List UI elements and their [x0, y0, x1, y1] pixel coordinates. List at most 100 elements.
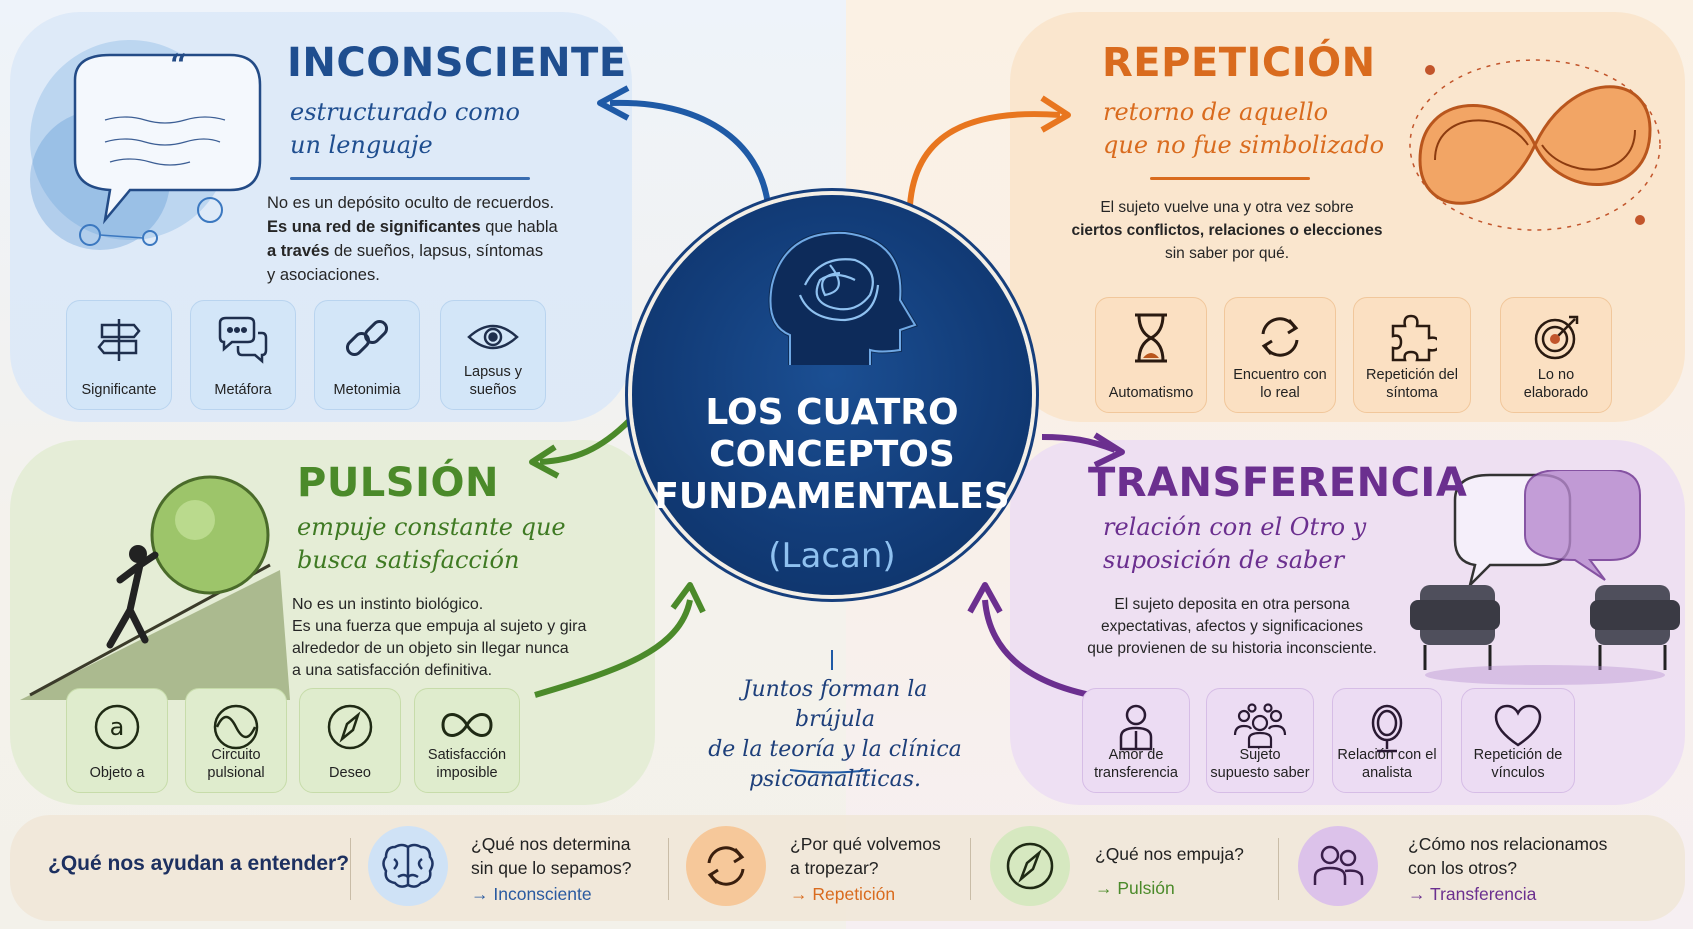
- card-deseo-label: Deseo: [329, 765, 371, 781]
- card-metafora-label: Metáfora: [214, 382, 272, 398]
- bottom-q2-line-1: ¿Por qué volvemos: [790, 834, 941, 854]
- sisyphus-illustration: [20, 475, 290, 700]
- inconsciente-subtitle-line-2: un lenguaje: [290, 131, 433, 159]
- card-significante-label: Significante: [81, 382, 157, 398]
- brain-icon: [382, 843, 434, 888]
- repeticion-desc-line-3: sin saber por qué.: [1164, 245, 1290, 262]
- bottom-item-repeticion-answer: → Repetición: [790, 884, 896, 904]
- bottom-item-transferencia-question: ¿Cómo nos relacionamos con los otros?: [1408, 832, 1607, 880]
- person-icon: [1119, 704, 1153, 751]
- center-title: LOS CUATRO CONCEPTOS FUNDAMENTALES: [632, 392, 1032, 518]
- card-sujeto-supuesto-label: Sujeto supuesto saber: [1210, 747, 1310, 781]
- card-metonimia-label: Metonimia: [333, 382, 401, 398]
- bottom-divider-2: [668, 838, 669, 900]
- pulsion-title: PULSIÓN: [297, 460, 499, 506]
- card-lapsus: Lapsus y sueños: [440, 300, 546, 410]
- cycle-icon: [707, 846, 745, 886]
- wave-circle-icon: [213, 704, 259, 750]
- hourglass-icon: [1135, 313, 1167, 363]
- transferencia-subtitle: relación con el Otro y suposición de sab…: [1103, 511, 1366, 577]
- repeticion-desc-line-1: El sujeto vuelve una y otra vez sobre: [1100, 199, 1354, 216]
- bottom-q3-line-1: ¿Qué nos empuja?: [1095, 844, 1244, 864]
- inconsciente-desc-rest-2: de sueños, lapsus, síntomas: [329, 242, 544, 260]
- pulsion-desc-line-2: Es una fuerza que empuja al sujeto y gir…: [292, 618, 587, 635]
- mobius-illustration: [1409, 59, 1661, 231]
- center-title-line-2: CONCEPTOS: [709, 434, 955, 475]
- card-repeticion-sintoma: Repetición del síntoma: [1353, 297, 1471, 413]
- repeticion-title: REPETICIÓN: [1102, 40, 1376, 86]
- transferencia-description: El sujeto deposita en otra persona expec…: [1062, 594, 1402, 660]
- inconsciente-desc-line-1: No es un depósito oculto de recuerdos.: [267, 194, 555, 212]
- bottom-item-pulsion-question: ¿Qué nos empuja?: [1095, 842, 1244, 866]
- signpost-icon: [97, 319, 141, 361]
- bottom-item-inconsciente-icon-circle: [368, 826, 448, 906]
- transferencia-desc-line-1: El sujeto deposita en otra persona: [1114, 596, 1350, 613]
- pulsion-desc-line-3: alrededor de un objeto sin llegar nunca: [292, 640, 569, 657]
- heart-icon: [1494, 704, 1542, 747]
- bottom-item-pulsion-answer: → Pulsión: [1095, 878, 1175, 898]
- inconsciente-subtitle-line-1: estructurado como: [290, 98, 520, 126]
- inconsciente-desc-line-2: Es una red de significantes que habla: [267, 215, 558, 239]
- card-significante: Significante: [66, 300, 172, 410]
- bottom-item-pulsion-icon-circle: [990, 826, 1070, 906]
- card-repeticion-vinculos-label: Repetición de vínculos: [1473, 747, 1563, 781]
- card-deseo: Deseo: [299, 688, 401, 793]
- card-repeticion-vinculos: Repetición de vínculos: [1461, 688, 1575, 793]
- transferencia-title: TRANSFERENCIA: [1088, 460, 1468, 506]
- refresh-cycle-icon: [1261, 317, 1299, 357]
- center-author: (Lacan): [768, 536, 896, 576]
- card-satisfaccion-label: Satisfacción imposible: [427, 747, 507, 781]
- repeticion-subtitle-line-1: retorno de aquello: [1103, 98, 1329, 126]
- transferencia-desc-line-3: que provienen de su historia inconscient…: [1087, 640, 1377, 657]
- chain-link-icon: [345, 319, 389, 357]
- inconsciente-desc-line-3: a través de sueños, lapsus, síntomas: [267, 239, 558, 263]
- bottom-divider-4: [1278, 838, 1279, 900]
- card-amor-transferencia-label: Amor de transferencia: [1094, 747, 1178, 781]
- together-line-1: Juntos forman la brújula: [742, 677, 928, 732]
- svg-text:a: a: [110, 713, 125, 741]
- repeticion-underline: [1150, 177, 1310, 180]
- bottom-item-transferencia-answer: → Transferencia: [1408, 884, 1537, 904]
- card-relacion-analista-label: Relación con el analista: [1337, 747, 1437, 781]
- bottom-divider-3: [970, 838, 971, 900]
- inconsciente-desc-rest-1: que habla: [480, 218, 558, 236]
- transferencia-subtitle-line-2: suposición de saber: [1103, 546, 1345, 574]
- card-relacion-analista: Relación con el analista: [1332, 688, 1442, 793]
- card-metafora: Metáfora: [190, 300, 296, 410]
- pulsion-subtitle-line-1: empuje constante que: [297, 513, 566, 541]
- repeticion-subtitle: retorno de aquello que no fue simbolizad…: [1103, 96, 1384, 162]
- mirror-icon: [1371, 704, 1403, 753]
- compass-icon: [1006, 842, 1054, 890]
- card-lapsus-label: Lapsus y sueños: [463, 364, 523, 398]
- bottom-divider-1: [350, 838, 351, 900]
- pulsion-subtitle-line-2: busca satisfacción: [297, 546, 520, 574]
- pulsion-subtitle: empuje constante que busca satisfacción: [297, 511, 566, 577]
- inconsciente-desc-bold-2: a través: [267, 242, 330, 260]
- svg-text:“: “: [170, 48, 187, 83]
- head-icon: [768, 230, 918, 365]
- inconsciente-description: No es un depósito oculto de recuerdos. E…: [267, 191, 558, 287]
- bottom-question: ¿Qué nos ayudan a entender?: [48, 852, 350, 875]
- card-satisfaccion: Satisfacción imposible: [414, 688, 520, 793]
- card-amor-transferencia: Amor de transferencia: [1082, 688, 1190, 793]
- card-encuentro: Encuentro con lo real: [1224, 297, 1336, 413]
- repeticion-description: El sujeto vuelve una y otra vez sobre ci…: [1062, 196, 1392, 265]
- chairs-illustration: [1410, 470, 1680, 685]
- card-objeto-a-label: Objeto a: [89, 765, 145, 781]
- pulsion-desc-line-1: No es un instinto biológico.: [292, 596, 484, 613]
- bottom-item-inconsciente-question: ¿Qué nos determina sin que lo sepamos?: [471, 832, 632, 880]
- card-encuentro-label: Encuentro con lo real: [1233, 367, 1327, 401]
- card-automatismo-label: Automatismo: [1108, 385, 1194, 401]
- repeticion-subtitle-line-2: que no fue simbolizado: [1103, 131, 1385, 159]
- infinity-icon: [441, 713, 493, 737]
- eye-icon: [467, 324, 519, 350]
- bottom-item-inconsciente-answer: → Inconsciente: [471, 884, 592, 904]
- bottom-item-transferencia-icon-circle: [1298, 826, 1378, 906]
- card-no-elaborado-label: Lo no elaborado: [1523, 367, 1589, 401]
- pulsion-desc-line-4: a una satisfacción definitiva.: [292, 662, 493, 679]
- card-circuito-label: Circuito pulsional: [207, 747, 265, 781]
- inconsciente-underline: [290, 177, 530, 180]
- bottom-q2-line-2: a tropezar?: [790, 858, 879, 878]
- center-title-line-1: LOS CUATRO: [705, 392, 959, 433]
- together-caption: Juntos forman la brújula de la teoría y …: [700, 675, 970, 795]
